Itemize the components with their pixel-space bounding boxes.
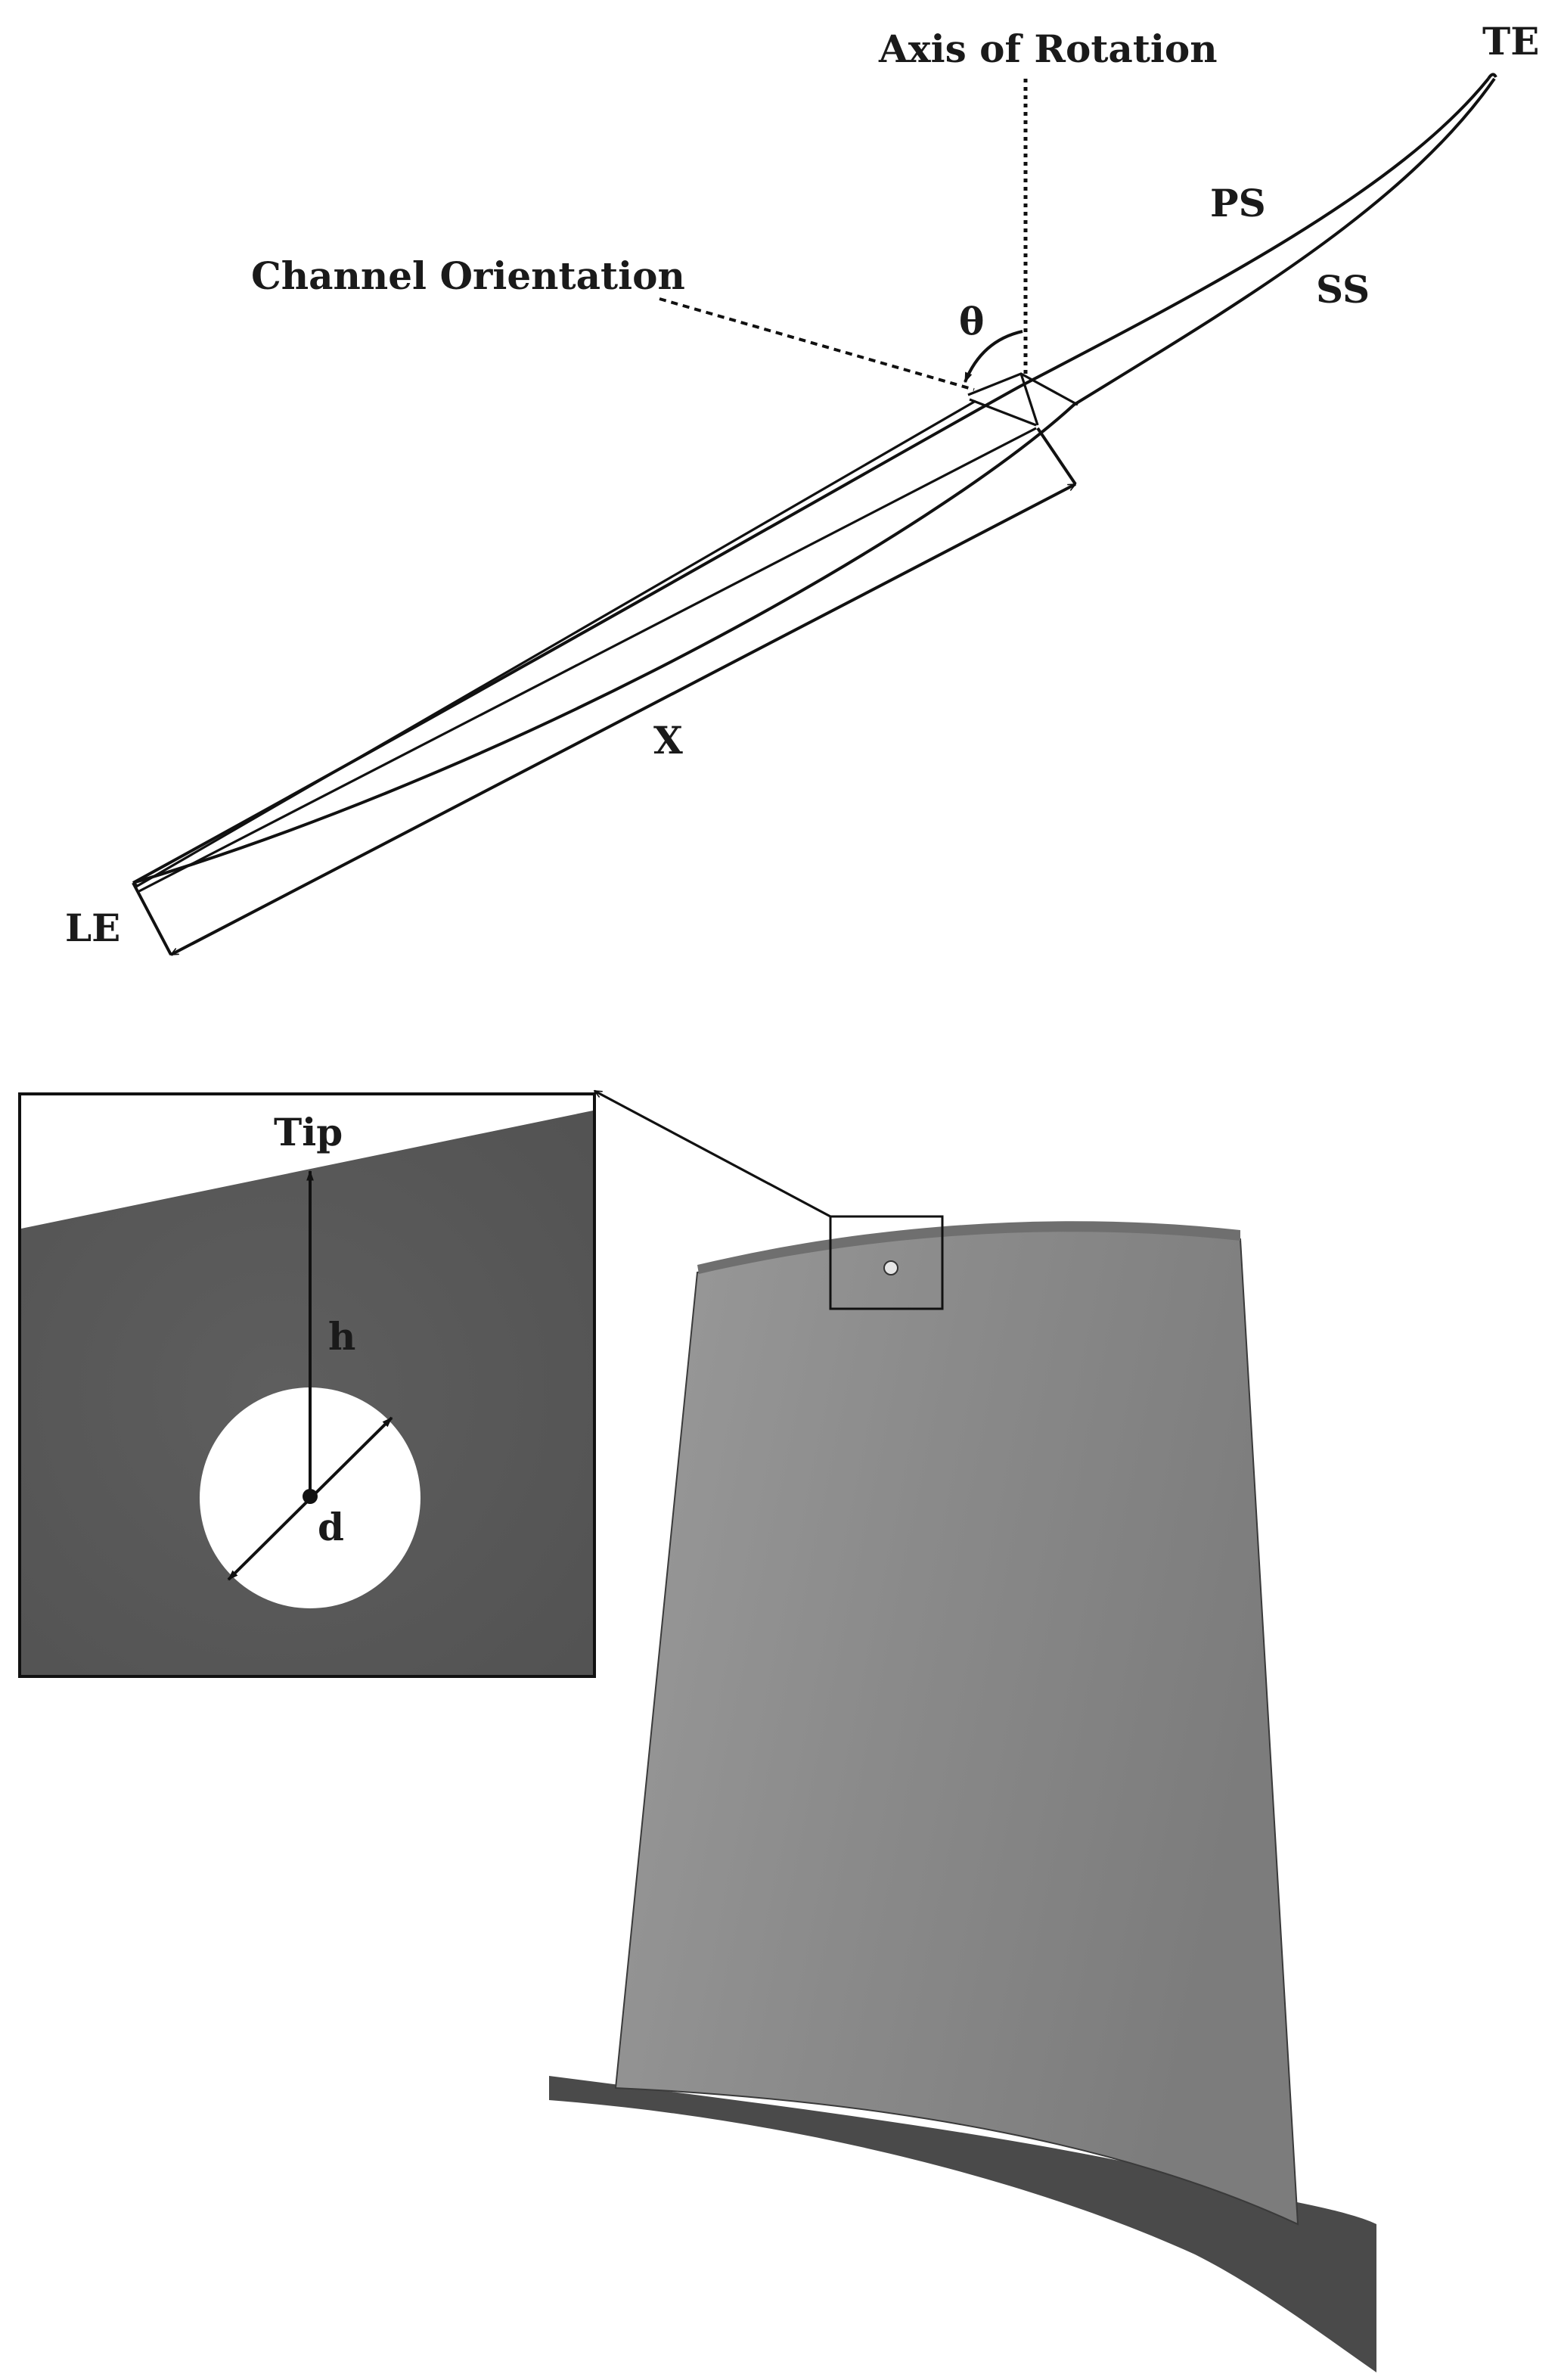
channel-wall-lower	[138, 427, 1037, 893]
pressure-side-label: PS	[1210, 181, 1266, 225]
zoom-leader-line	[594, 1089, 831, 1218]
channel-orientation-label: Channel Orientation	[251, 253, 685, 298]
dimension-x-right-tick	[1036, 427, 1077, 486]
channel-end-divider	[1019, 373, 1039, 426]
blade-tip-band	[697, 1221, 1240, 1274]
suction-side-label: SS	[1316, 267, 1370, 312]
axis-of-rotation-label: Axis of Rotation	[878, 26, 1218, 71]
tip-label: Tip	[274, 1110, 343, 1154]
dimension-x-left-tick	[132, 882, 172, 955]
channel-wall-upper	[135, 399, 976, 888]
theta-angle-arc	[964, 330, 1023, 384]
channel-orientation-line	[659, 297, 975, 391]
suction-side-curve	[132, 77, 1496, 884]
trailing-edge-cap	[1487, 73, 1497, 80]
dimension-x-arrow	[171, 483, 1075, 956]
chord-length-x-label: X	[653, 718, 683, 763]
leading-edge-label: LE	[65, 906, 120, 950]
height-h-label: h	[328, 1314, 355, 1359]
pressure-side-curve	[132, 77, 1490, 884]
zoom-region-box	[829, 1215, 944, 1310]
hole-detail-inset: Tip h d	[18, 1092, 596, 1678]
blade-platform	[549, 2076, 1376, 2372]
hole-center-dot	[303, 1489, 318, 1504]
trailing-edge-label: TE	[1482, 19, 1539, 64]
airfoil-section-diagram: Axis of Rotation TE PS SS Channel Orient…	[65, 19, 1539, 956]
blade-3d-view	[549, 1089, 1376, 2372]
channel-end-side	[969, 398, 1037, 427]
diameter-d-label: d	[318, 1505, 344, 1549]
theta-label: θ	[959, 299, 984, 343]
cooling-hole	[883, 1260, 898, 1275]
blade-airfoil-body	[614, 1229, 1299, 2226]
